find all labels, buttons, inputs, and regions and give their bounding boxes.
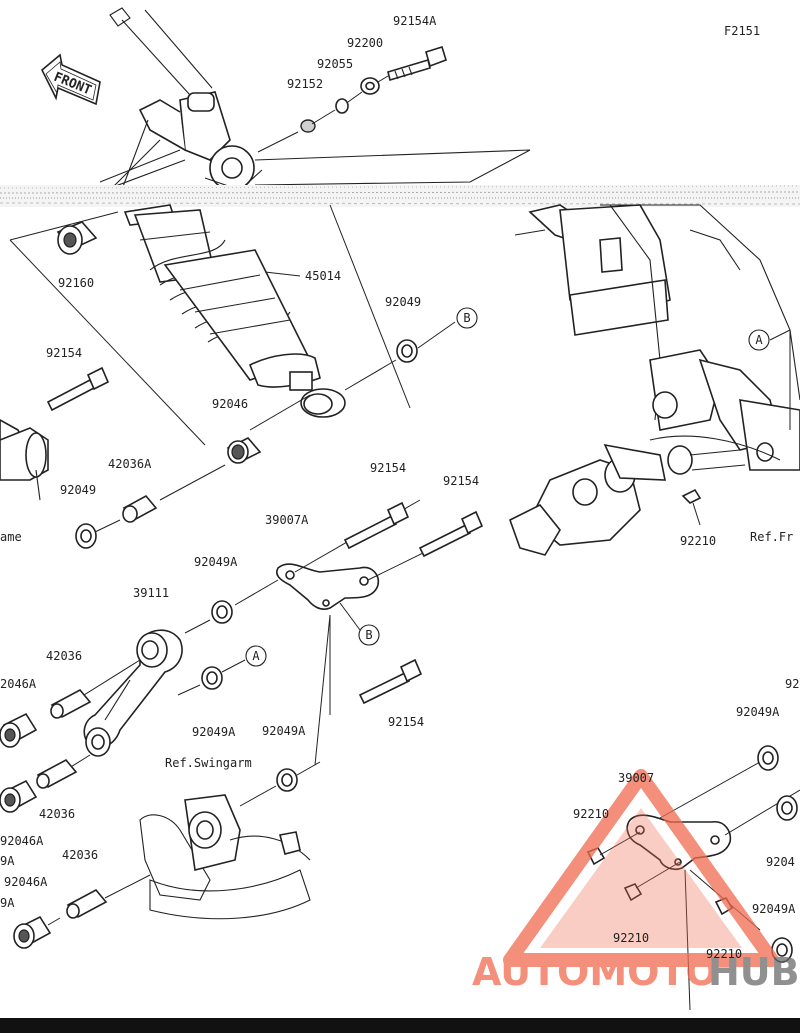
svg-text:B: B (463, 311, 470, 325)
bolt-92154-left (46, 366, 110, 412)
label-9A-1: 9A (0, 854, 15, 868)
svg-text:A: A (755, 333, 763, 347)
callout-b-top: B (456, 307, 478, 329)
watermark-hub: HUB (708, 950, 800, 994)
label-42036A: 42036A (108, 457, 152, 471)
ring-92055 (335, 98, 349, 114)
swingarm-pivot (139, 794, 311, 920)
label-42036-2: 42036 (39, 807, 75, 821)
label-92-right: 92 (785, 677, 799, 691)
collar-42036-1 (50, 688, 92, 719)
label-92049A-3: 92049A (262, 724, 306, 738)
label-92046: 92046 (212, 397, 248, 411)
bearing-92046A-3 (13, 915, 52, 949)
left-frame-stub (0, 419, 49, 501)
bearing-92046A-2 (0, 779, 38, 813)
callout-a-rocker: A (245, 645, 267, 667)
collar-42036-2 (36, 758, 78, 789)
label-92055: 92055 (317, 57, 353, 71)
frame-right (509, 204, 800, 556)
label-ref-fr: Ref.Fr (750, 530, 793, 544)
bearing-92046A-1 (0, 712, 38, 748)
nut-92210-r1 (681, 488, 702, 504)
svg-text:B: B (365, 628, 372, 642)
bolt-92154A-top (387, 45, 447, 82)
label-92210-r1: 92210 (680, 534, 716, 548)
bearing-92046 (226, 437, 262, 464)
front-arrow-icon: FRONT (41, 53, 101, 106)
bolt-92154-mid1 (343, 501, 410, 550)
callout-b-bracket: B (358, 624, 380, 646)
label-39111: 39111 (133, 586, 169, 600)
label-92049-left: 92049 (60, 483, 96, 497)
label-92210-r3: 92210 (613, 931, 649, 945)
label-9204-r: 9204 (766, 855, 795, 869)
label-92046A-2: 92046A (0, 834, 44, 848)
figure-code: F2151 (724, 24, 760, 38)
label-92160: 92160 (58, 276, 94, 290)
break-band (0, 185, 800, 207)
svg-text:A: A (252, 649, 260, 663)
label-42036-3: 42036 (62, 848, 98, 862)
label-92210-r2: 92210 (573, 807, 609, 821)
automotohub-watermark: AUTOMOTO HUB (472, 769, 800, 994)
label-92152: 92152 (287, 77, 323, 91)
collar-92152 (300, 119, 316, 133)
label-92210-r4: 92210 (706, 947, 742, 961)
collar-42036A (122, 494, 158, 523)
label-92049A-2: 92049A (192, 725, 236, 739)
label-92049A-1: 92049A (194, 555, 238, 569)
label-92046A-3: 92046A (4, 875, 48, 889)
bolt-92154-low (358, 658, 423, 705)
watermark-auto: AUTOMOTO (472, 950, 718, 994)
collar-42036-3 (66, 888, 108, 919)
label-42036-1: 42036 (46, 649, 82, 663)
label-92049-b: 92049 (385, 295, 421, 309)
label-92154-left: 92154 (46, 346, 82, 360)
label-92049A-r1: 92049A (736, 705, 780, 719)
label-92049A-r2: 92049A (752, 902, 796, 916)
bottom-bar (0, 1018, 800, 1033)
label-45014: 45014 (305, 269, 341, 283)
label-ame: ame (0, 530, 22, 544)
label-ref-swingarm: Ref.Swingarm (165, 756, 252, 770)
label-92154-c2: 92154 (443, 474, 479, 488)
label-39007: 39007 (618, 771, 654, 785)
label-92200: 92200 (347, 36, 383, 50)
label-92154-low: 92154 (388, 715, 424, 729)
tie-rod-39007A (275, 563, 380, 610)
label-92154A-top: 92154A (393, 14, 437, 28)
label-92154-c1: 92154 (370, 461, 406, 475)
frame-mount-top (99, 7, 531, 201)
callout-a-frame: A (748, 329, 770, 351)
label-9A-2: 9A (0, 896, 15, 910)
label-2046A-1: 2046A (0, 677, 37, 691)
label-39007A: 39007A (265, 513, 309, 527)
warning-triangle-icon (503, 769, 779, 967)
shock-absorber-45014 (123, 204, 346, 418)
bushing-92160 (56, 221, 98, 255)
nut-92210-r3 (623, 883, 643, 902)
bolt-92154-mid2 (418, 510, 484, 558)
rocker-arm-39111 (83, 629, 183, 757)
